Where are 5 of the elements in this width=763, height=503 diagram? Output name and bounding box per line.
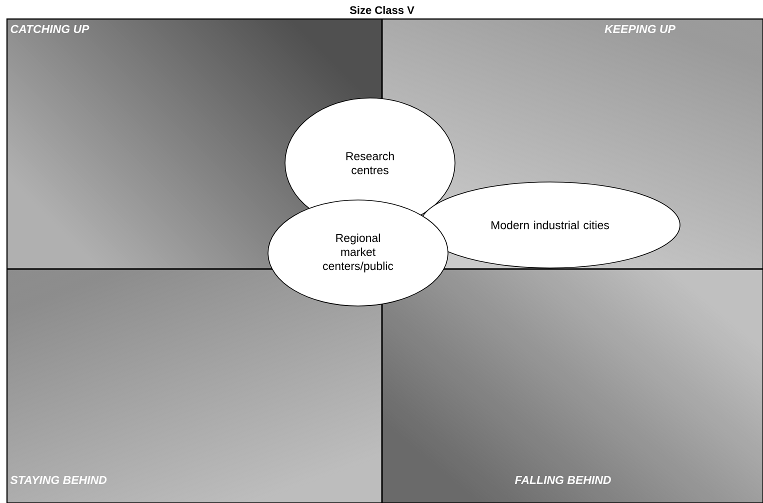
quadrant-label: FALLING BEHIND xyxy=(514,476,611,484)
quadrant-label: CATCHING UP xyxy=(10,24,90,34)
title: Size Class V xyxy=(350,6,414,14)
quadrant-label: KEEPING UP xyxy=(604,24,676,34)
quadrant-label: STAYING BEHIND xyxy=(10,476,107,484)
